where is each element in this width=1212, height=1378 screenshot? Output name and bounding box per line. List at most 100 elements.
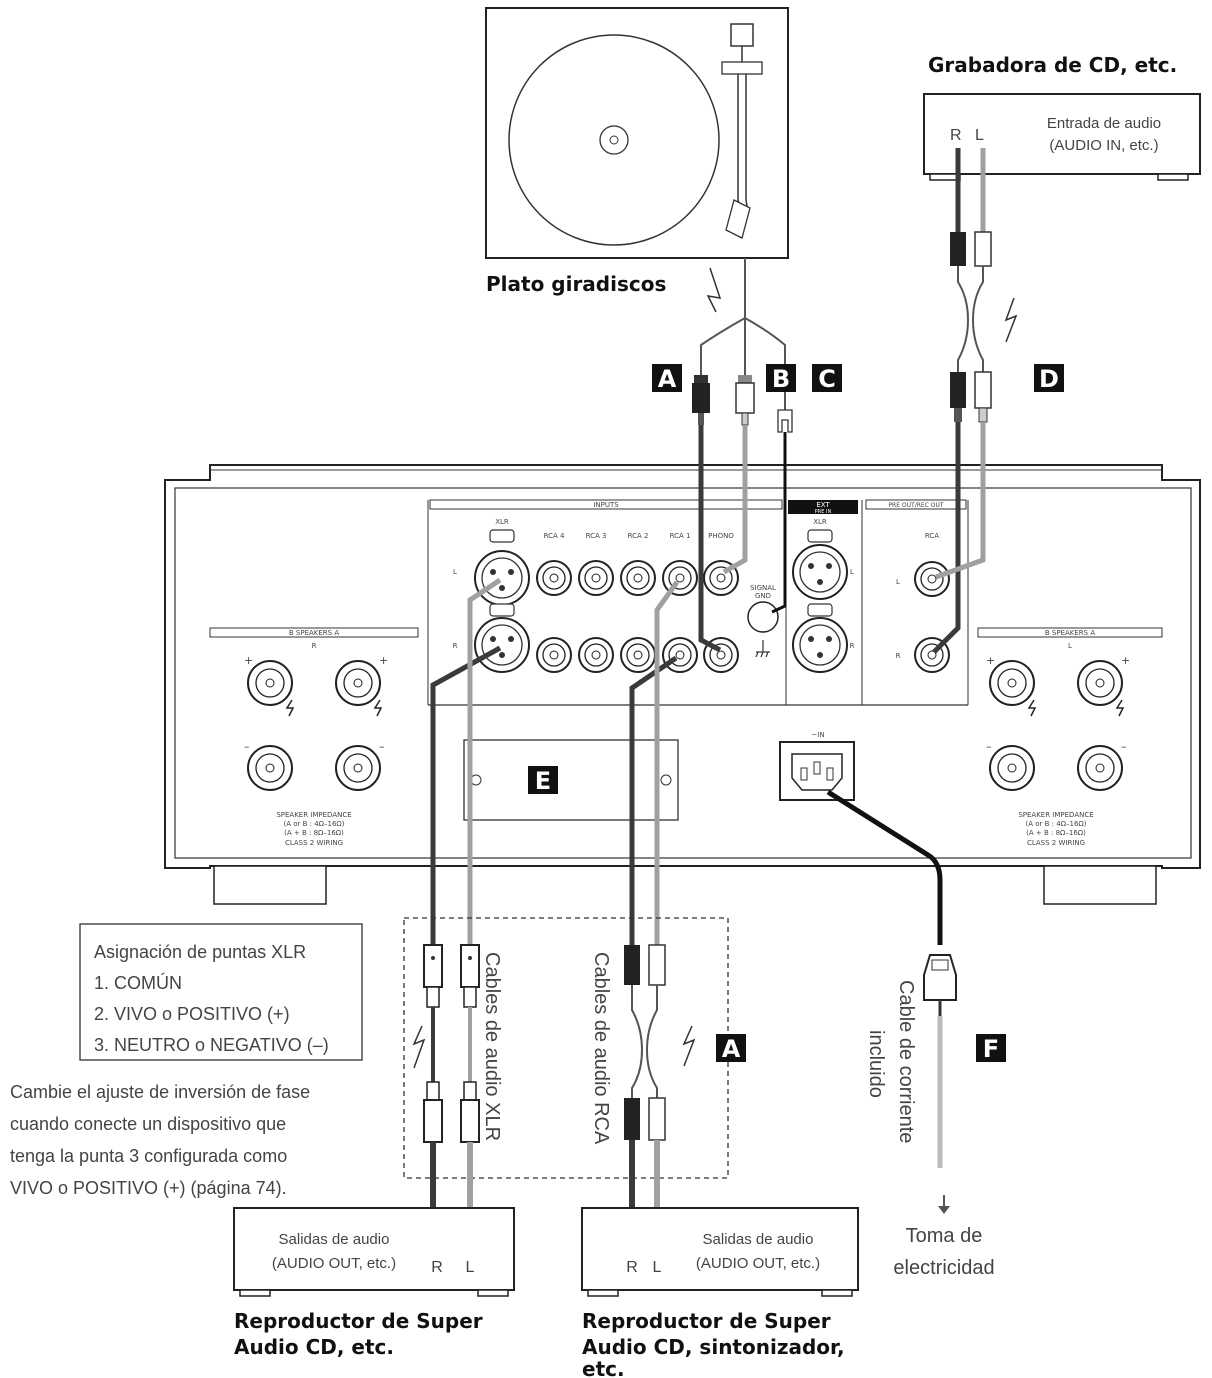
- plus-sign: +: [1121, 654, 1130, 667]
- right-player-r-label: R: [626, 1259, 638, 1276]
- badge-c-text: C: [818, 365, 836, 393]
- speakers-label-left: B SPEAKERS A: [289, 629, 339, 637]
- phase-note-line2: cuando conecte un dispositivo que: [10, 1114, 286, 1134]
- inputs-header: [429, 499, 783, 510]
- pre-out-label: PRE OUT/REC OUT: [888, 502, 943, 509]
- speakers-header-right: [977, 627, 1163, 638]
- badge-c: [812, 364, 842, 392]
- ext-pre-sub: PRE IN: [815, 509, 832, 515]
- plus-sign: +: [379, 654, 388, 667]
- right-player-output-label: Salidas de audio: [703, 1231, 814, 1248]
- shock-hazard-icon: [1115, 699, 1125, 717]
- left-player-name: Reproductor de Super: [234, 1309, 483, 1333]
- speaker-impedance-label: SPEAKER IMPEDANCE: [276, 811, 351, 819]
- left-player-name-2: Audio CD, etc.: [234, 1335, 394, 1359]
- badge-a-bottom: [716, 1034, 746, 1062]
- minus-sign: –: [379, 740, 385, 753]
- rca-cable-l: [654, 580, 680, 945]
- expansion-slot: [463, 739, 679, 821]
- phono-cable-r: [698, 425, 722, 653]
- signal-arrow-icon: [682, 1025, 696, 1067]
- plus-sign: +: [986, 654, 995, 667]
- xlr-pin-2: 2. VIVO o POSITIVO (+): [94, 1004, 290, 1024]
- minus-sign: –: [986, 740, 992, 753]
- xlr-input-jack-l[interactable]: [474, 529, 530, 606]
- signal-gnd-label: SIGNAL: [750, 584, 776, 592]
- cd-recorder-input-sub: (AUDIO IN, etc.): [1049, 137, 1158, 154]
- xlr-plug-r: [423, 944, 443, 1143]
- turntable-rca-plug-l: [735, 375, 755, 426]
- phase-note-line4: VIVO o POSITIVO (+) (página 74).: [10, 1178, 287, 1198]
- signal-gnd-terminal[interactable]: [747, 601, 779, 633]
- speakers-header-left: [209, 627, 419, 638]
- plus-sign: +: [244, 654, 253, 667]
- badge-b: [766, 364, 796, 392]
- ground-wire: [771, 432, 787, 614]
- rca2-label: RCA 2: [628, 532, 649, 540]
- speaker-impedance-label: SPEAKER IMPEDANCE: [1018, 811, 1093, 819]
- power-cable: [826, 789, 943, 945]
- signal-arrow-icon: [412, 1025, 426, 1069]
- badge-b-text: B: [772, 365, 790, 393]
- signal-gnd-sub: GND: [755, 592, 771, 600]
- ext-r-label: R: [850, 642, 855, 650]
- super-audio-cd-player-left: [233, 1207, 515, 1297]
- shock-hazard-icon: [1027, 699, 1037, 717]
- power-cable-included-label: incluido: [865, 1030, 887, 1098]
- xlr-pin-title: Asignación de puntas XLR: [94, 942, 306, 962]
- phase-note-line3: tenga la punta 3 configurada como: [10, 1146, 287, 1166]
- cd-recorder-input-label: Entrada de audio: [1047, 115, 1161, 132]
- xlr-input-jack-r[interactable]: [474, 603, 530, 673]
- ext-pre-label: EXT: [816, 501, 830, 509]
- speakers-r-label: R: [312, 642, 317, 650]
- xlr-cables-label: Cables de audio XLR: [481, 952, 503, 1141]
- xlr-pin-3: 3. NEUTRO o NEGATIVO (–): [94, 1035, 329, 1055]
- speakers-label-right: B SPEAKERS A: [1045, 629, 1095, 637]
- phono-label: PHONO: [708, 532, 734, 540]
- ext-pre-xlr-l[interactable]: [792, 529, 848, 600]
- rec-out-cable-r: [932, 422, 961, 654]
- ground-icon: [755, 640, 770, 658]
- phono-cable-l: [722, 425, 748, 575]
- cables-group-box: [403, 917, 729, 1179]
- recorder-cable: [950, 148, 992, 423]
- right-player-name-2: Audio CD, sintonizador,: [582, 1335, 845, 1359]
- ac-in-label: ~IN: [811, 731, 824, 739]
- xlr-plug-l: [460, 944, 480, 1143]
- signal-arrow-icon: [1004, 297, 1018, 343]
- ac-inlet[interactable]: [779, 741, 855, 801]
- pre-out-header: [865, 499, 967, 510]
- shock-hazard-icon: [373, 699, 383, 717]
- xlr-cable-r: [430, 645, 502, 945]
- rca1-label: RCA 1: [670, 532, 691, 540]
- outlet-label: Toma de: [906, 1225, 983, 1247]
- shock-hazard-icon: [285, 699, 295, 717]
- arrow-down-icon: [938, 1195, 950, 1214]
- ext-l-label: L: [850, 568, 854, 576]
- turntable-label: Plato giradiscos: [486, 272, 666, 296]
- speakers-l-label: L: [1068, 642, 1072, 650]
- badge-a-bottom-text: A: [722, 1035, 741, 1063]
- minus-sign: –: [244, 740, 250, 753]
- turntable: [485, 7, 789, 259]
- ground-lug: [777, 409, 793, 433]
- speaker-terminals-left[interactable]: [247, 660, 381, 791]
- right-player-name-3: etc.: [582, 1357, 625, 1378]
- badge-d: [1034, 364, 1064, 392]
- cd-recorder: [923, 93, 1201, 181]
- preout-r-label: R: [896, 652, 901, 660]
- ext-pre-xlr-r[interactable]: [792, 603, 848, 673]
- left-player-output-sub: (AUDIO OUT, etc.): [272, 1255, 396, 1272]
- phase-note-line1: Cambie el ajuste de inversión de fase: [10, 1082, 310, 1102]
- power-plug: [923, 954, 957, 1168]
- xlr-in-label: XLR: [495, 518, 509, 526]
- class2-wiring-label: CLASS 2 WIRING: [285, 839, 343, 847]
- badge-f-text: F: [983, 1035, 999, 1063]
- speaker-impedance-a-or-b: (A or B : 4Ω–16Ω): [1025, 820, 1086, 828]
- speaker-terminals-right[interactable]: [989, 660, 1123, 791]
- rca-cables-label: Cables de audio RCA: [590, 952, 612, 1145]
- rec-out-cable-l: [935, 422, 986, 580]
- cd-recorder-r-label: R: [950, 127, 962, 144]
- badge-e-text: E: [535, 767, 551, 795]
- badge-a-top-text: A: [658, 365, 677, 393]
